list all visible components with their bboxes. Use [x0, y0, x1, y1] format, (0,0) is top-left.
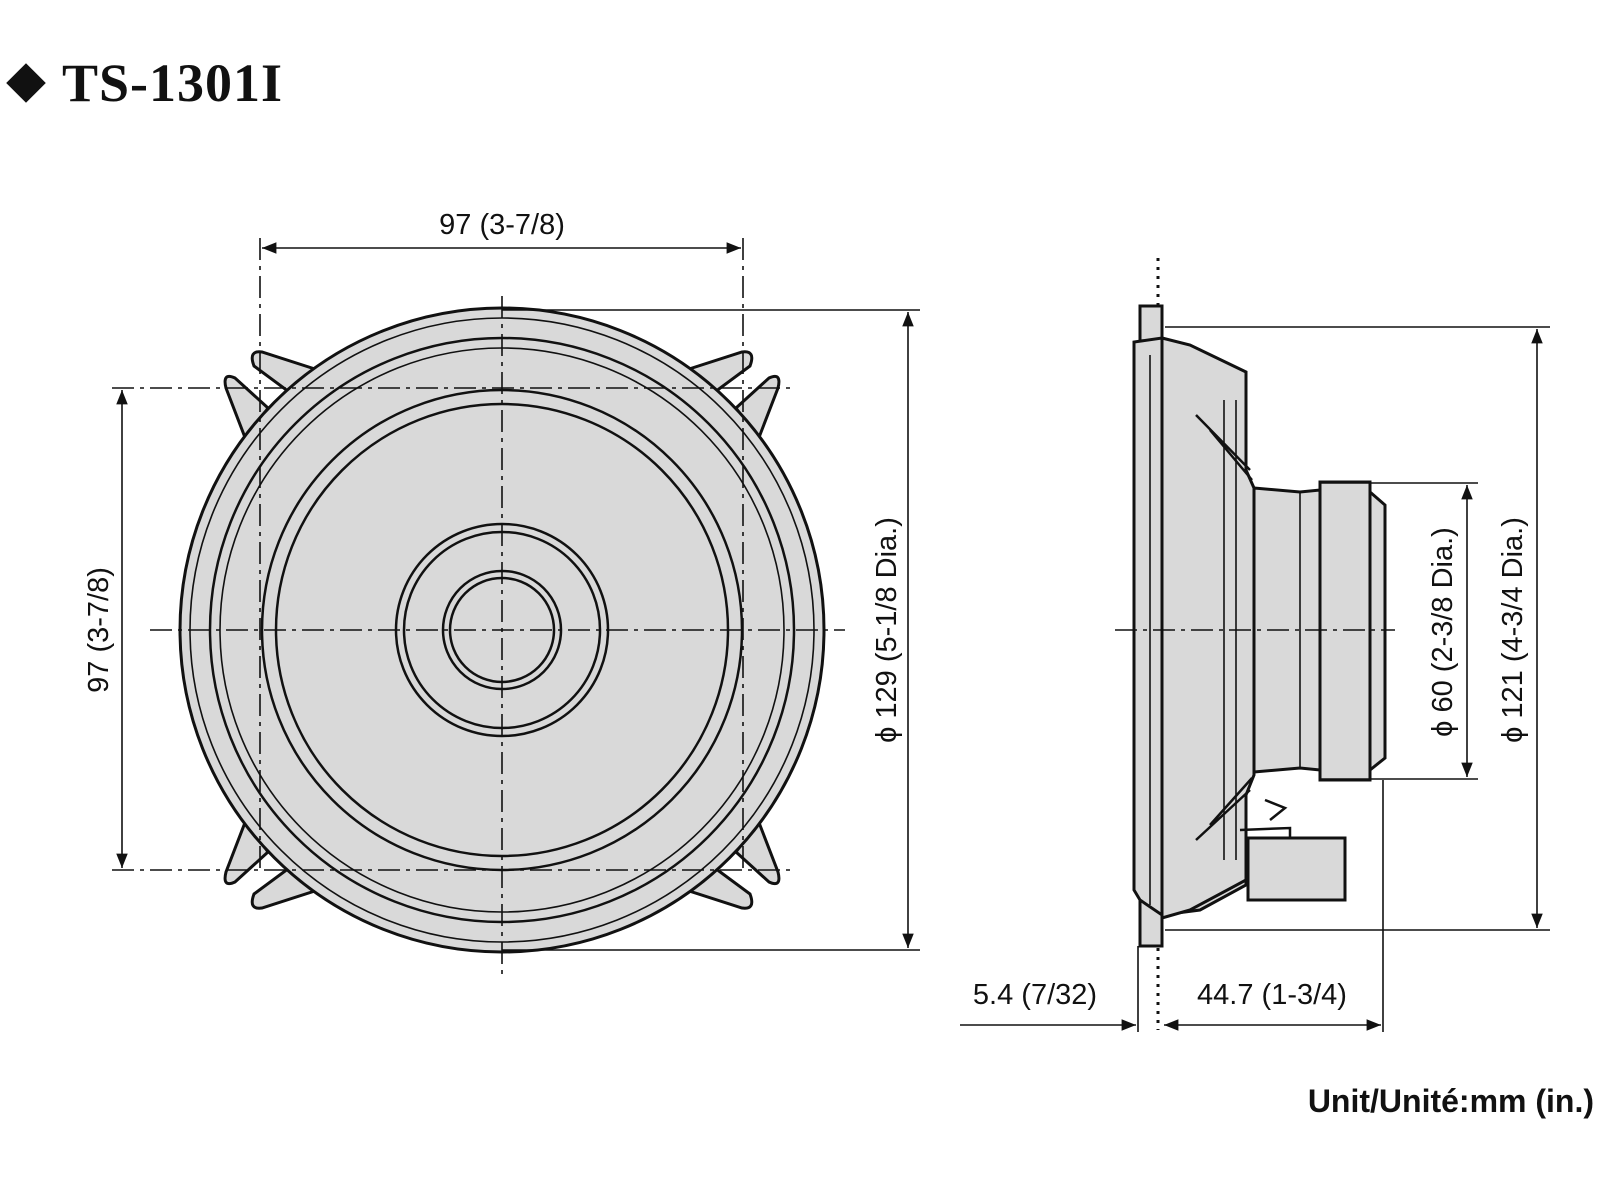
terminal-block [1246, 836, 1347, 902]
flange-depth-label: 5.4 (7/32) [973, 979, 1097, 1011]
diameter-dimension-label: ϕ 129 (5-1/8 Dia.) [871, 517, 903, 743]
diagram-title: TS-1301I [4, 52, 283, 114]
front-view: 97 (3-7/8) 97 (3-7/8) ϕ 129 (5-1/8 Dia.) [83, 209, 920, 980]
frame-diameter-label: ϕ 121 (4-3/4 Dia.) [1497, 517, 1529, 743]
unit-label: Unit/Unité:mm (in.) [1308, 1083, 1594, 1119]
side-view: ϕ 121 (4-3/4 Dia.) ϕ 60 (2-3/8 Dia.) 5.4… [960, 258, 1550, 1032]
magnet-diameter-label: ϕ 60 (2-3/8 Dia.) [1427, 527, 1459, 737]
speaker-basket [1160, 336, 1256, 920]
height-dimension-label: 97 (3-7/8) [83, 567, 115, 693]
width-dimension-label: 97 (3-7/8) [439, 209, 565, 241]
magnet-back-plate [1318, 480, 1372, 782]
mounting-depth-label: 44.7 (1-3/4) [1197, 979, 1347, 1011]
model-name: TS-1301I [62, 53, 284, 113]
